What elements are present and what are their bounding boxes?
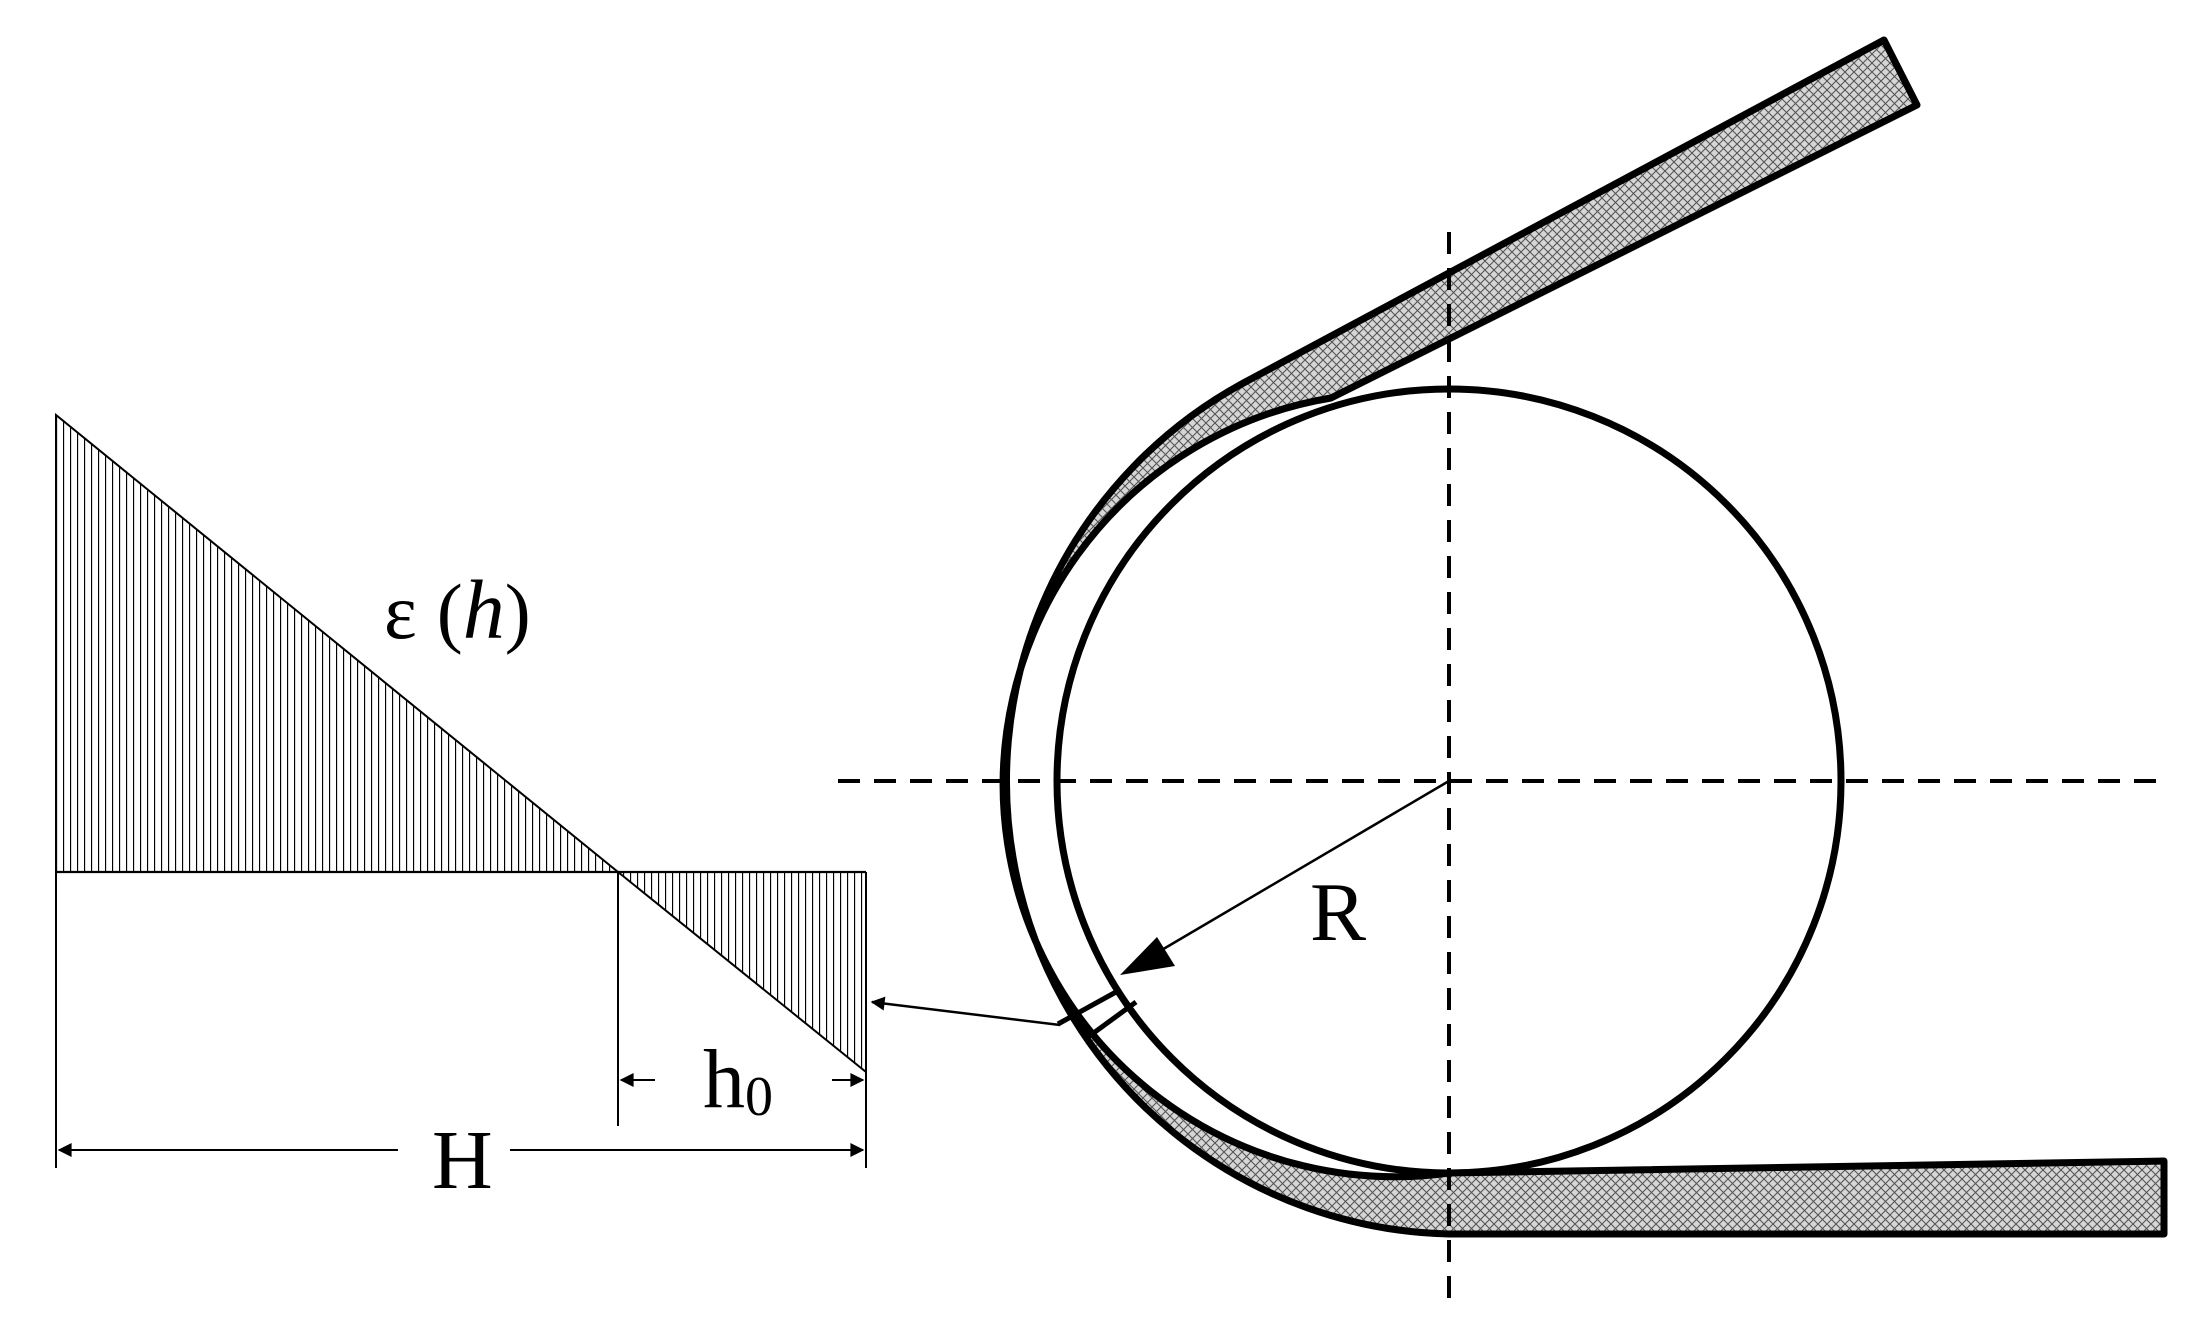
- strain-distribution: h0 H ε(h): [55, 412, 867, 1207]
- bending-geometry: R: [838, 36, 2168, 1310]
- section-cut-line-2: [1082, 999, 1138, 1043]
- radius-arrow-line: [1159, 779, 1450, 953]
- strain-function-label: ε(h): [384, 564, 531, 657]
- strain-line-lower: [617, 871, 867, 1073]
- bent-strip: [999, 36, 2168, 1238]
- h0-label: h0: [703, 1033, 773, 1128]
- tension-strain-region: [55, 412, 621, 873]
- radius-label: R: [1310, 866, 1366, 959]
- radius-arrowhead: [1120, 937, 1175, 975]
- section-cut-line-1: [1056, 989, 1118, 1027]
- thickness-label: H: [432, 1114, 493, 1207]
- section-pointer-arrow: [870, 996, 1061, 1027]
